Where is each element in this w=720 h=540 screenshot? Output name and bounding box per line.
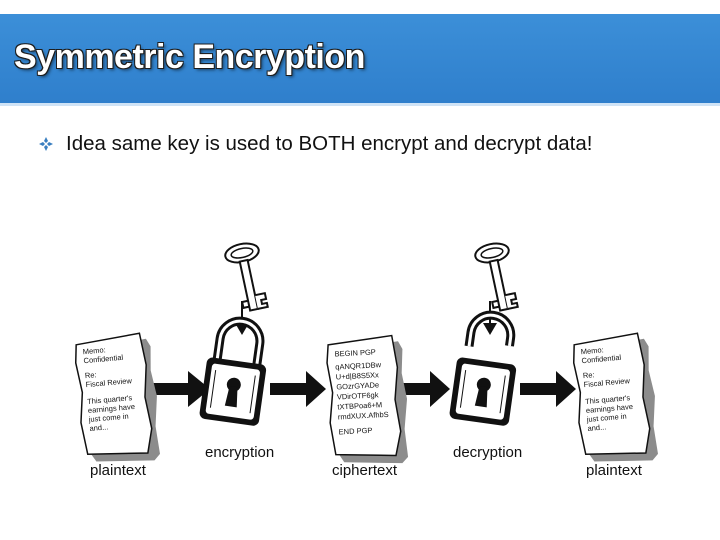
doc-line: tXTBPoa6+M	[337, 400, 382, 411]
doc-line: earnings have	[586, 402, 634, 415]
label-ciphertext: ciphertext	[332, 462, 398, 479]
padlock-open-icon	[448, 310, 518, 428]
doc-line: Fiscal Review	[85, 376, 132, 389]
doc-line: Re:	[84, 370, 96, 380]
doc-line: This quarter's	[87, 393, 133, 406]
padlock-closed-icon	[198, 316, 268, 428]
doc-line: Re:	[582, 370, 594, 380]
label-plaintext-left: plaintext	[90, 462, 146, 479]
key-icon	[222, 239, 272, 315]
doc-line: Memo:	[580, 345, 604, 356]
arrow-icon	[144, 371, 210, 407]
doc-line: Memo:	[82, 345, 106, 356]
slide-title: Symmetric Encryption	[14, 38, 365, 76]
label-decryption: decryption	[453, 444, 523, 461]
arrow-icon	[396, 371, 450, 407]
doc-line: and...	[587, 422, 606, 433]
ciphertext-document: BEGIN PGP qANQR1DBw U+d|B8S5Xx GOzrGYADe…	[325, 334, 412, 468]
doc-line: just come in	[87, 412, 129, 425]
doc-line: rmdXUX.AfhbS	[338, 410, 389, 422]
doc-line: and...	[89, 422, 108, 433]
doc-line: END PGP	[338, 426, 372, 437]
bullet-text: Idea same key is used to BOTH encrypt an…	[66, 132, 593, 155]
plaintext-document: Memo: Confidential Re: Fiscal Review Thi…	[570, 331, 662, 468]
doc-line: Fiscal Review	[583, 376, 630, 389]
label-plaintext-right: plaintext	[586, 462, 642, 479]
plaintext-document: Memo: Confidential Re: Fiscal Review Thi…	[72, 331, 164, 468]
title-bar	[0, 14, 720, 106]
bullet-item: Idea same key is used to BOTH encrypt an…	[38, 132, 592, 156]
doc-line: earnings have	[88, 402, 136, 415]
key-icon	[472, 239, 522, 315]
doc-line: qANQR1DBw	[335, 360, 382, 371]
doc-line: just come in	[585, 412, 627, 425]
doc-line: This quarter's	[585, 393, 631, 406]
doc-line: Confidential	[581, 353, 622, 365]
diamond-bullet-icon	[39, 137, 53, 151]
doc-line: VDirOTF6gk	[337, 390, 379, 401]
doc-line: U+d|B8S5Xx	[336, 370, 380, 381]
arrow-icon	[270, 371, 326, 407]
doc-line: Confidential	[83, 353, 124, 365]
doc-line: GOzrGYADe	[336, 380, 379, 391]
label-encryption: encryption	[205, 444, 275, 461]
encryption-diagram: Memo: Confidential Re: Fiscal Review Thi…	[72, 239, 662, 468]
doc-line: BEGIN PGP	[334, 347, 376, 358]
arrow-icon	[520, 371, 576, 407]
